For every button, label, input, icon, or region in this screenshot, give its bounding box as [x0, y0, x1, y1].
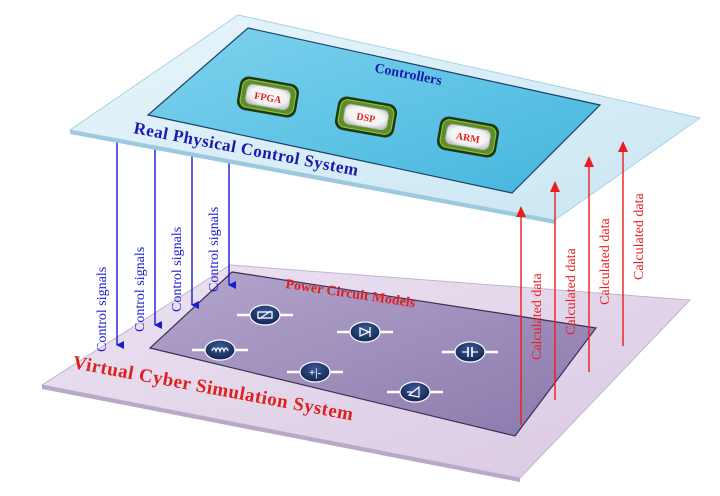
- component-inductor: [192, 339, 248, 361]
- calculated-data-label-3: Calculated data: [598, 218, 613, 305]
- svg-text:+|-: +|-: [309, 367, 322, 379]
- chip-arm-label: ARM: [455, 131, 481, 146]
- calculated-data-arrow-3: [584, 156, 594, 372]
- virtual-simulation-layer: Power Circuit Models: [40, 264, 692, 482]
- diode-icon: [359, 326, 371, 338]
- calculated-data-label-2: Calculated data: [564, 248, 579, 335]
- dc-source-icon: +|-: [309, 367, 322, 379]
- resistor-icon: [257, 310, 273, 320]
- calculated-data-arrows: [516, 141, 628, 425]
- top-layer-plate-edge: [70, 130, 555, 224]
- calculated-data-label-1: Calculated data: [530, 273, 545, 360]
- control-signal-label-4: Control signals: [207, 207, 222, 292]
- control-signal-label-1: Control signals: [95, 267, 110, 352]
- inductor-icon: [211, 347, 229, 354]
- component-dc-source: +|-: [287, 361, 343, 383]
- control-signal-label-2: Control signals: [133, 247, 148, 332]
- control-signal-label-3: Control signals: [170, 227, 185, 312]
- chip-dsp-label: DSP: [355, 111, 376, 125]
- calculated-data-arrow-4: [618, 141, 628, 346]
- calculated-data-label-4: Calculated data: [632, 193, 647, 280]
- chip-dsp: DSP: [334, 96, 398, 138]
- control-signal-arrows: [116, 140, 236, 349]
- calculated-data-arrow-2: [550, 181, 560, 400]
- calculated-data-arrow-1: [516, 206, 526, 425]
- real-physical-control-layer: Controllers FPGA DSP ARM Real Physical C…: [68, 14, 702, 224]
- chip-arm: ARM: [436, 116, 500, 158]
- chip-fpga: FPGA: [236, 76, 300, 118]
- calculated-data-labels: Calculated data Calculated data Calculat…: [530, 193, 647, 360]
- bottom-layer-plate-edge: [42, 385, 520, 482]
- capacitor-icon: [462, 347, 478, 357]
- component-capacitor: [442, 341, 498, 363]
- component-diode: [337, 321, 393, 343]
- ac-source-icon: [407, 385, 420, 398]
- component-resistor: [237, 304, 293, 326]
- control-signal-labels: Control signals Control signals Control …: [95, 207, 222, 352]
- chip-fpga-label: FPGA: [253, 91, 282, 107]
- component-ac-source: [387, 381, 443, 403]
